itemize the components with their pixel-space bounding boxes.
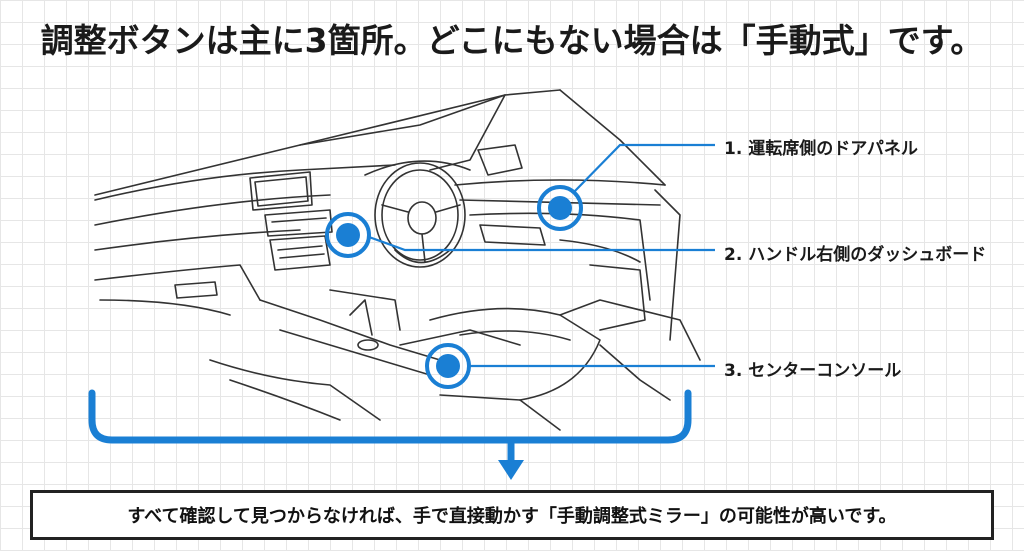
callout-label-3: 3. センターコンソール [724,361,902,381]
leader-line-2 [368,235,715,252]
leader-line-1 [573,143,715,193]
marker-door-panel [537,185,583,231]
marker-dashboard [325,212,371,258]
callout-label-1: 1. 運転席側のドアパネル [724,139,918,159]
grouping-bracket [88,389,692,444]
interior-linework [94,89,701,431]
callout-label-2: 2. ハンドル右側のダッシュボード [724,245,987,265]
marker-center-console [425,343,471,389]
conclusion-text: すべて確認して見つからなければ、手で直接動かす「手動調整式ミラー」の可能性が高い… [127,506,897,527]
arrow-down-icon [498,460,524,480]
headline-title: 調整ボタンは主に3箇所。どこにもない場合は「手動式」です。 [40,21,984,60]
callout-markers [325,185,583,389]
leader-lines [368,143,715,368]
conclusion-box: すべて確認して見つからなければ、手で直接動かす「手動調整式ミラー」の可能性が高い… [30,490,994,540]
